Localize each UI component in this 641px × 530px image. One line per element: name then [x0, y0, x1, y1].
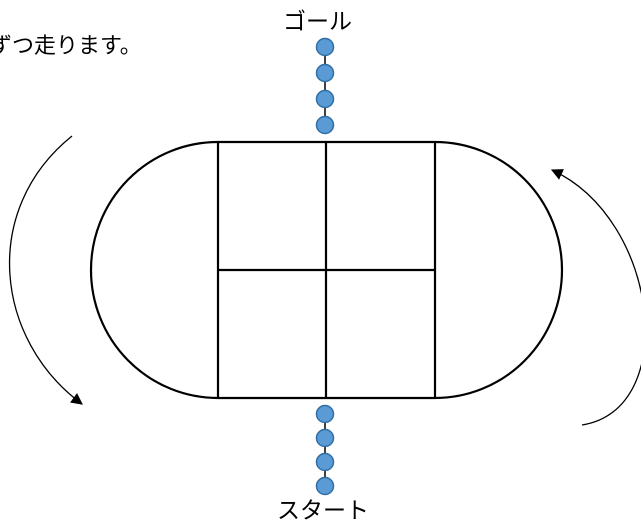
- goal-runner: [315, 89, 335, 109]
- start-runner: [315, 428, 335, 448]
- left-direction-arrow: [8, 135, 83, 405]
- goal-runner-group: [315, 37, 335, 135]
- start-runner: [315, 404, 335, 424]
- goal-runner: [315, 63, 335, 83]
- goal-runner: [315, 37, 335, 57]
- instruction-text: ずつ走ります。: [0, 34, 142, 59]
- goal-runner: [315, 115, 335, 135]
- goal-label: ゴール: [283, 9, 352, 35]
- start-label: スタート: [277, 498, 369, 524]
- start-runner: [315, 476, 335, 496]
- right-direction-arrow: [550, 169, 641, 426]
- start-runner: [315, 452, 335, 472]
- start-runner-group: [315, 404, 335, 496]
